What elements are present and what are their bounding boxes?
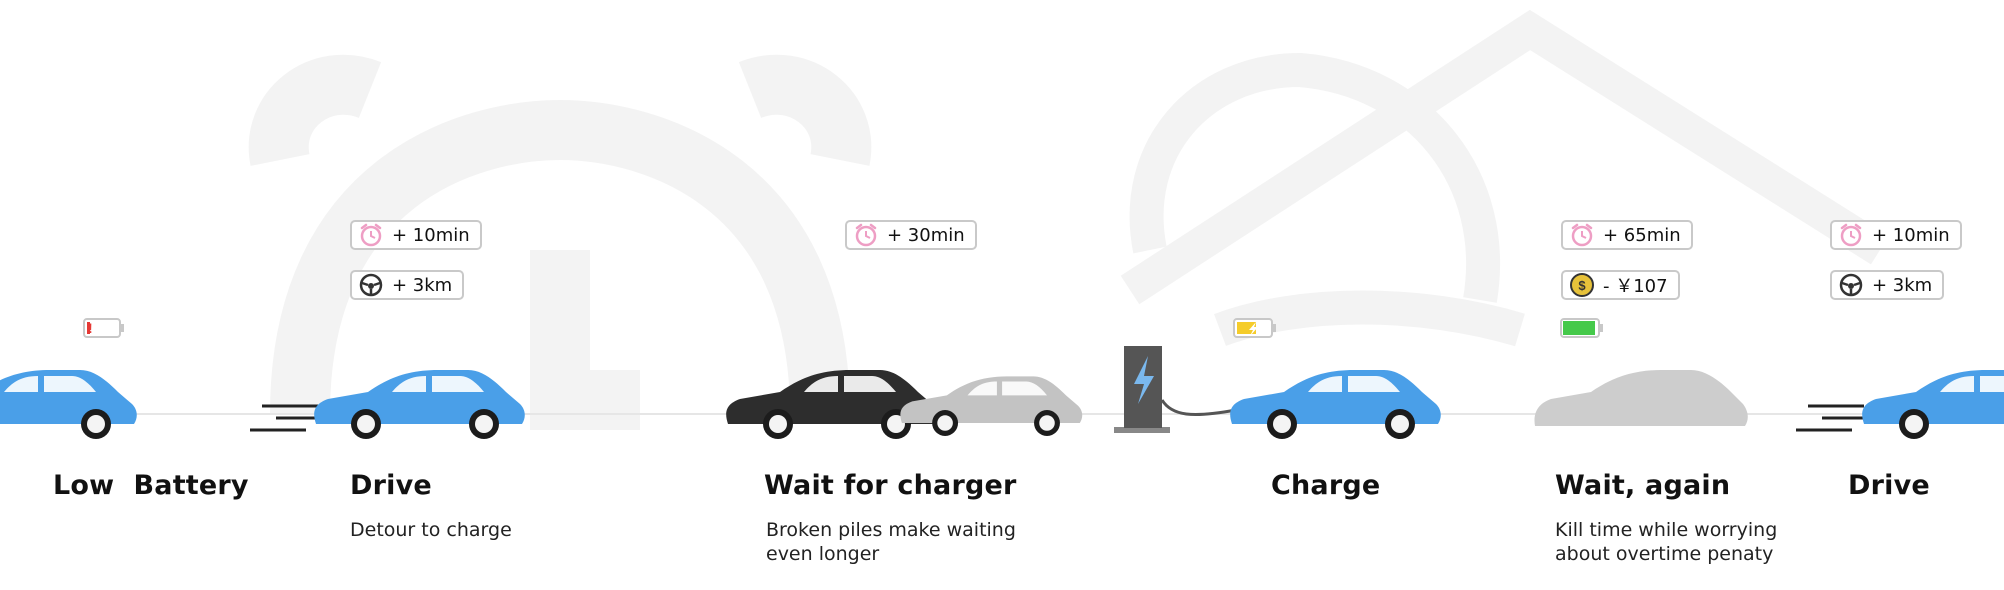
drive2-speed-lines — [1796, 404, 1866, 432]
drive-distance-badge: + 3km — [350, 270, 465, 300]
drive2-time-text: + 10min — [1872, 224, 1950, 246]
wait-again-time-badge: + 65min — [1561, 220, 1693, 250]
hand-house-watermark — [1120, 9, 1890, 347]
full-battery-indicator — [1560, 318, 1603, 338]
wait-time-badge: + 30min — [845, 220, 977, 250]
stage-desc-line: even longer — [766, 543, 880, 565]
alarm-clock-icon — [855, 223, 877, 247]
alarm-clock-icon — [1840, 223, 1862, 247]
steering-wheel-icon — [359, 273, 383, 297]
drive2-distance-badge: + 3km — [1830, 270, 1945, 300]
stage-desc-line: about overtime penaty — [1555, 543, 1774, 565]
alarm-clock-watermark — [248, 54, 872, 430]
waiting-black-car — [726, 370, 937, 439]
stage-desc-line: Broken piles make waiting — [766, 519, 1016, 541]
stage-desc-wait-again: Kill time while worrying about overtime … — [1555, 518, 1845, 566]
drive2-car — [1862, 370, 2004, 439]
stage-title-drive-2: Drive — [1848, 470, 1930, 501]
charging-bolt-icon — [1249, 322, 1258, 336]
charging-pile — [1114, 346, 1237, 433]
wait-again-cost-text: - ￥107 — [1603, 276, 1668, 297]
stage-title-charge: Charge — [1271, 470, 1381, 501]
drive-time-badge: + 10min — [350, 220, 482, 250]
steering-wheel-icon — [1839, 273, 1863, 297]
drive-time-text: + 10min — [392, 224, 470, 246]
coin-icon: $ — [1570, 273, 1594, 297]
stage-desc-line: Kill time while worrying — [1555, 519, 1778, 541]
stage-title-drive: Drive — [350, 470, 432, 501]
wait-again-time-text: + 65min — [1603, 224, 1681, 246]
wait-time-text: + 30min — [887, 224, 965, 246]
waiting-gray-car — [900, 376, 1083, 436]
charging-car — [1230, 370, 1441, 439]
stage-title-wait-for-charger: Wait for charger — [764, 470, 1017, 501]
svg-text:$: $ — [1578, 278, 1586, 293]
stage-desc-wait-for-charger: Broken piles make waiting even longer — [766, 518, 1056, 566]
low-battery-car — [0, 370, 137, 439]
alarm-clock-icon — [360, 223, 382, 247]
drive2-distance-text: + 3km — [1872, 274, 1933, 296]
stage-title-low-battery: Low Battery — [53, 470, 249, 501]
low-battery-fill — [87, 322, 90, 334]
full-battery-fill — [1563, 321, 1595, 335]
drive-distance-text: + 3km — [392, 274, 453, 296]
low-battery-indicator: ! — [83, 318, 124, 338]
battery-alert-icon: ! — [88, 320, 93, 336]
drive2-time-badge: + 10min — [1830, 220, 1962, 250]
parked-ghost-car — [1534, 370, 1748, 426]
drive-car — [314, 370, 525, 439]
charging-battery-fill — [1237, 322, 1256, 334]
stage-desc-drive: Detour to charge — [350, 518, 640, 542]
lightning-bolt-icon — [1134, 356, 1154, 404]
charging-battery-indicator — [1233, 318, 1276, 338]
charging-cable — [1160, 399, 1237, 417]
alarm-clock-icon — [1571, 223, 1593, 247]
stage-title-wait-again: Wait, again — [1555, 470, 1731, 501]
stage-desc-line: Detour to charge — [350, 519, 512, 541]
wait-again-cost-badge: $ - ￥107 — [1561, 270, 1680, 300]
